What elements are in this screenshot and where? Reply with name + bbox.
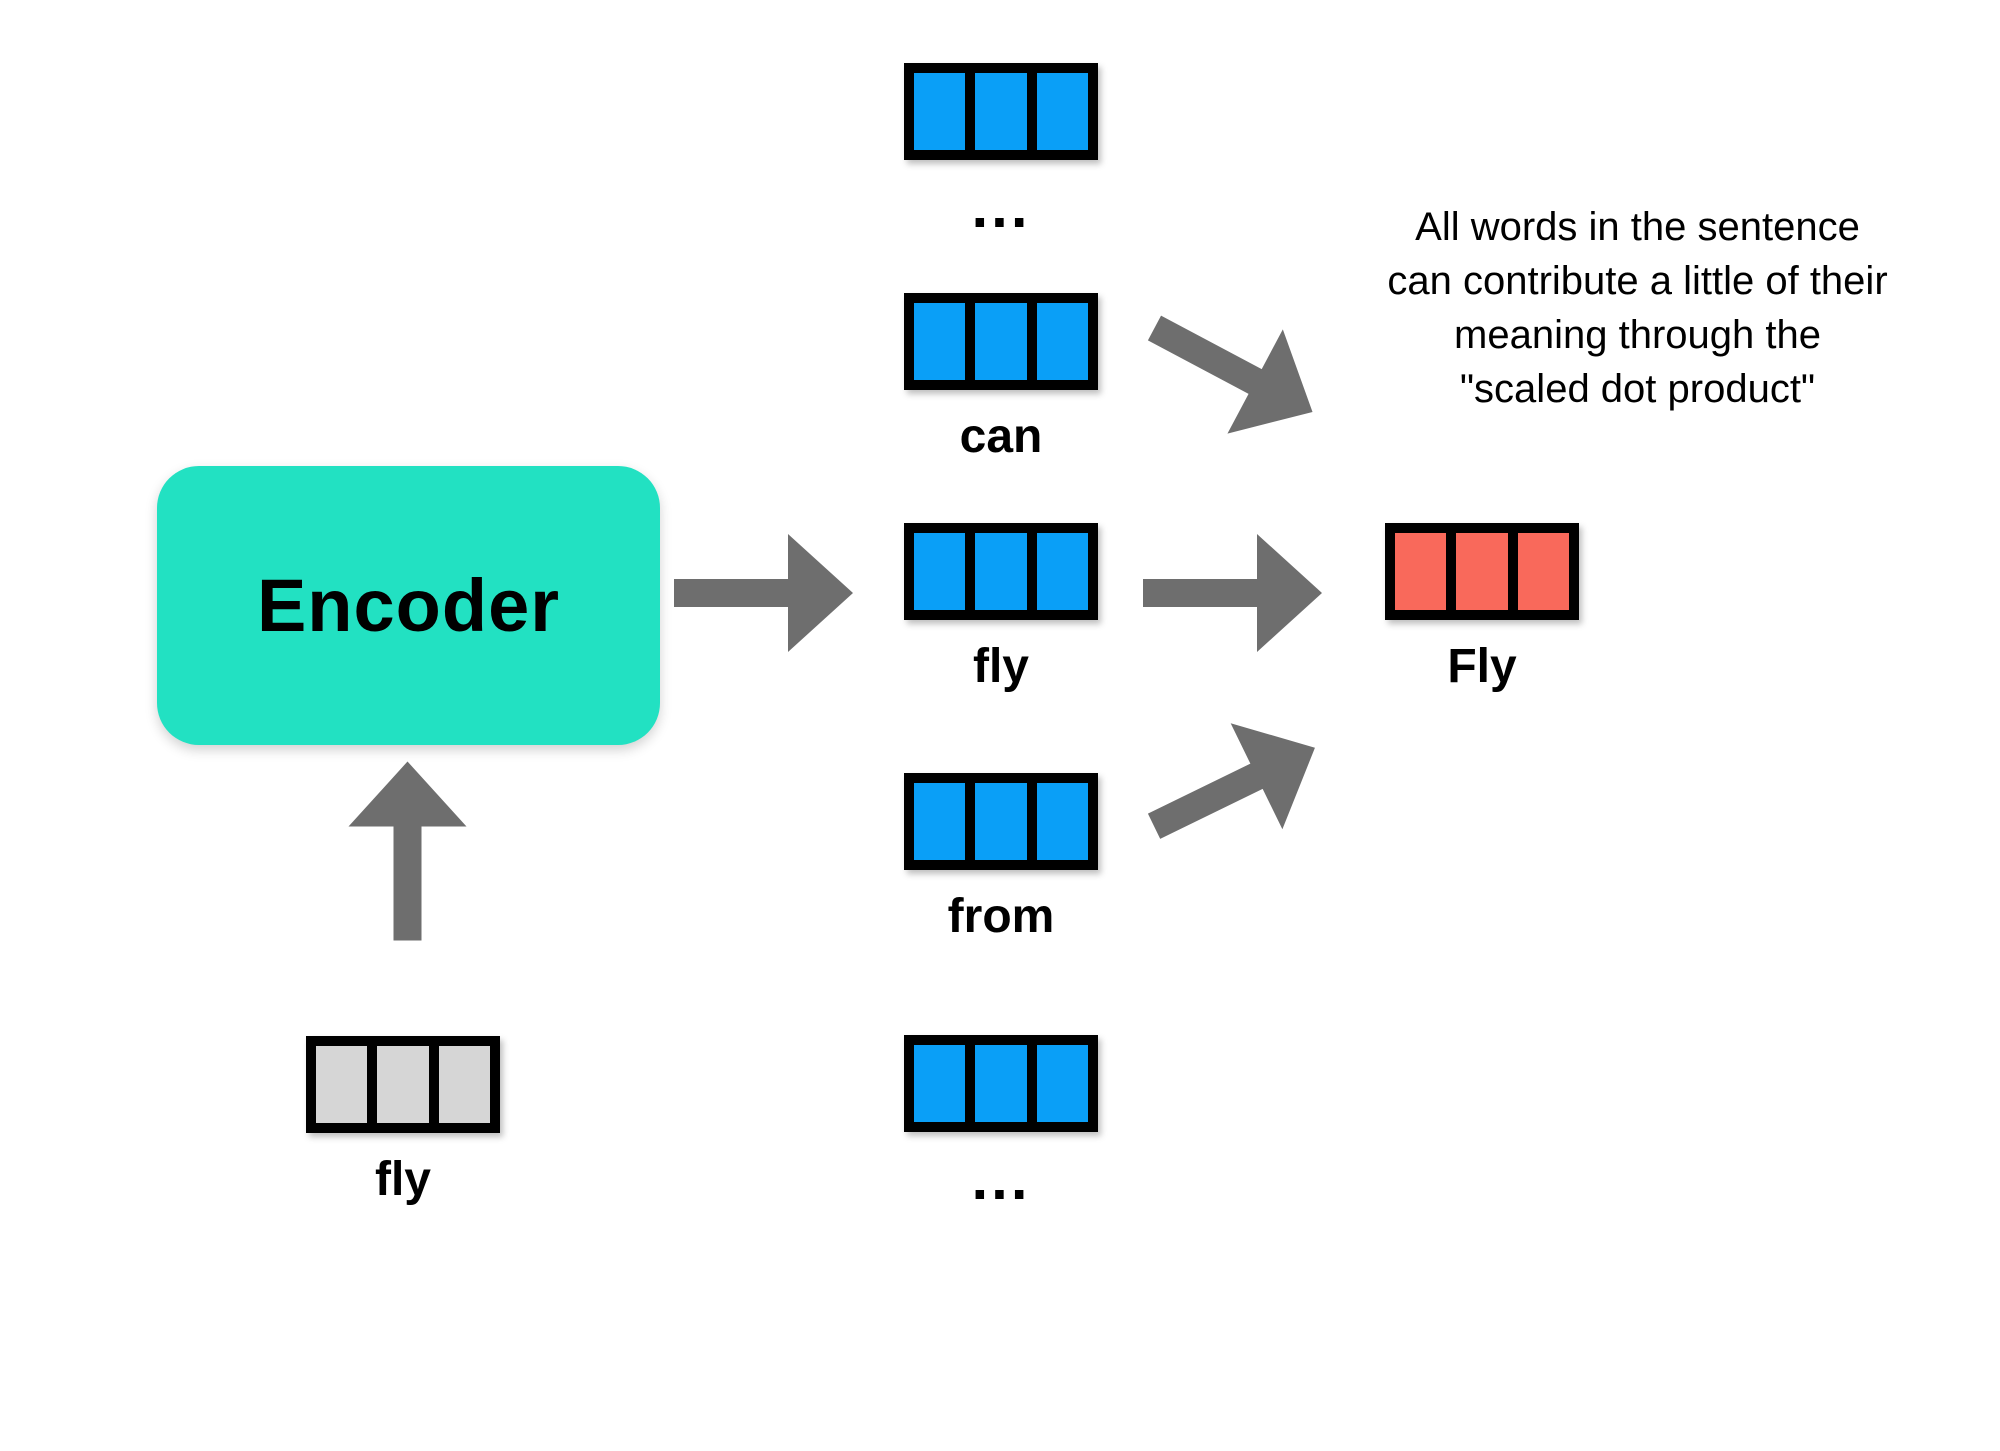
from-attention-arrow-icon bbox=[1147, 723, 1315, 839]
vector-cell bbox=[975, 303, 1027, 380]
encoded-token-cells bbox=[904, 523, 1098, 620]
encoded-token-label: ... bbox=[971, 1145, 1031, 1212]
encoded-token-label: fly bbox=[972, 640, 1029, 693]
vector-cell bbox=[1036, 73, 1088, 150]
vector-cell bbox=[1036, 783, 1088, 860]
vector-cell bbox=[1036, 1045, 1088, 1122]
input-token: fly bbox=[306, 1036, 500, 1205]
vector-cell bbox=[914, 303, 966, 380]
vector-cell bbox=[914, 533, 966, 610]
encoded-token-cells bbox=[904, 773, 1098, 870]
encoded-token-ellipsis-bottom: ... bbox=[904, 1035, 1098, 1212]
encoder-label: Encoder bbox=[256, 564, 561, 647]
encoded-token-cells bbox=[904, 293, 1098, 390]
vector-cell bbox=[914, 1045, 966, 1122]
output-token-label: Fly bbox=[1447, 640, 1517, 693]
encoder-to-encodings-arrow-icon bbox=[674, 534, 853, 652]
input-to-encoder-arrow-icon bbox=[348, 761, 467, 941]
vector-cell bbox=[1517, 533, 1569, 610]
can-attention-arrow-icon bbox=[1147, 315, 1313, 434]
encoded-token-cells bbox=[904, 63, 1098, 160]
attention-note: All words in the sentence can contribute… bbox=[1387, 205, 1888, 411]
encoder-box: Encoder bbox=[157, 466, 660, 745]
input-token-cells bbox=[306, 1036, 500, 1133]
vector-cell bbox=[316, 1046, 368, 1123]
input-token-label: fly bbox=[374, 1153, 431, 1206]
vector-cell bbox=[1395, 533, 1447, 610]
encoded-token-label: from bbox=[947, 890, 1055, 943]
encoded-token-fly: fly bbox=[904, 523, 1098, 692]
vector-cell bbox=[975, 783, 1027, 860]
encoded-token-label: ... bbox=[971, 173, 1031, 240]
encoded-token-ellipsis-top: ... bbox=[904, 63, 1098, 240]
encoded-token-can: can bbox=[904, 293, 1098, 462]
vector-cell bbox=[1036, 533, 1088, 610]
vector-cell bbox=[438, 1046, 490, 1123]
vector-cell bbox=[1456, 533, 1508, 610]
fly-attention-arrow-icon bbox=[1143, 534, 1322, 652]
vector-cell bbox=[975, 533, 1027, 610]
vector-cell bbox=[1036, 303, 1088, 380]
vector-cell bbox=[975, 1045, 1027, 1122]
encoded-token-cells bbox=[904, 1035, 1098, 1132]
encoded-token-label: can bbox=[959, 410, 1043, 463]
vector-cell bbox=[377, 1046, 429, 1123]
output-token-cells bbox=[1385, 523, 1579, 620]
vector-cell bbox=[914, 783, 966, 860]
vector-cell bbox=[975, 73, 1027, 150]
vector-cell bbox=[914, 73, 966, 150]
encoded-token-from: from bbox=[904, 773, 1098, 942]
output-token: Fly bbox=[1385, 523, 1579, 692]
